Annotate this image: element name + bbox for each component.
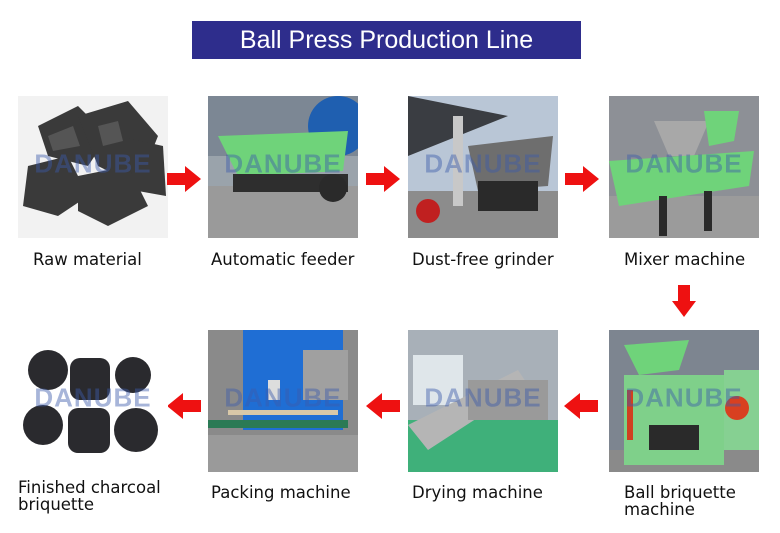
ball-briquette-machine-image: DANUBE xyxy=(609,330,759,472)
packing-machine-image: DANUBE xyxy=(208,330,358,472)
dust-free-grinder-image: DANUBE xyxy=(408,96,558,238)
arrow-left-icon xyxy=(366,393,400,419)
page-title: Ball Press Production Line xyxy=(192,21,581,59)
watermark: DANUBE xyxy=(625,382,743,413)
watermark: DANUBE xyxy=(224,148,342,179)
step-label-mixer-machine: Mixer machine xyxy=(624,250,746,269)
watermark: DANUBE xyxy=(424,382,542,413)
step-label-raw-material: Raw material xyxy=(33,250,142,269)
finished-briquette-image: DANUBE xyxy=(18,330,168,472)
step-label-packing-machine: Packing machine xyxy=(211,483,351,502)
arrow-left-icon xyxy=(564,393,598,419)
drying-machine-image: DANUBE xyxy=(408,330,558,472)
raw-material-image: DANUBE xyxy=(18,96,168,238)
step-label-drying-machine: Drying machine xyxy=(412,483,543,502)
watermark: DANUBE xyxy=(34,148,152,179)
arrow-right-icon xyxy=(565,166,599,192)
step-label-automatic-feeder: Automatic feeder xyxy=(211,250,355,269)
arrow-right-icon xyxy=(366,166,400,192)
step-label-ball-briquette-machine: Ball briquette machine xyxy=(624,483,736,519)
arrow-right-icon xyxy=(167,166,201,192)
step-label-dust-free-grinder: Dust-free grinder xyxy=(412,250,554,269)
arrow-down-icon xyxy=(672,285,696,317)
watermark: DANUBE xyxy=(424,148,542,179)
watermark: DANUBE xyxy=(34,382,152,413)
step-label-finished-briquette: Finished charcoal briquette xyxy=(18,478,161,514)
mixer-machine-image: DANUBE xyxy=(609,96,759,238)
watermark: DANUBE xyxy=(625,148,743,179)
automatic-feeder-image: DANUBE xyxy=(208,96,358,238)
watermark: DANUBE xyxy=(224,382,342,413)
arrow-left-icon xyxy=(167,393,201,419)
